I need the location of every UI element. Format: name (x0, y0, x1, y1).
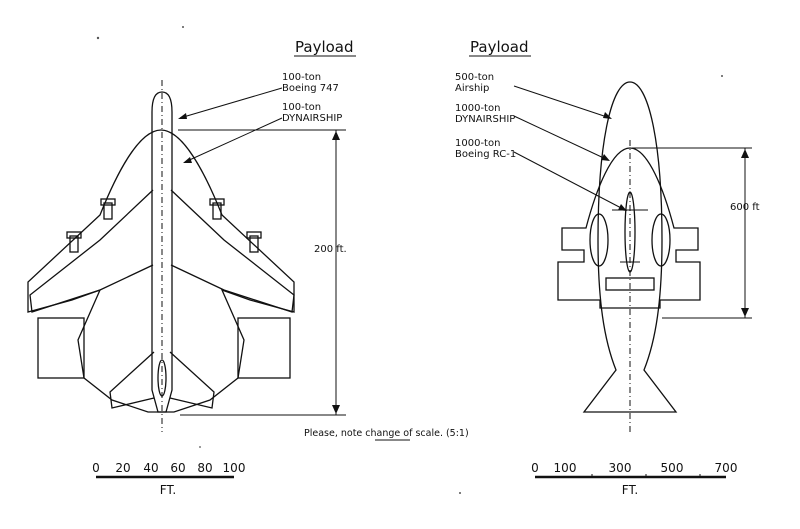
right-dimension-label: 600 ft (730, 202, 760, 213)
right-leader-arrows (513, 85, 627, 211)
left-dynairship-outline (27, 129, 295, 413)
right-scale-tick-300: 300 (609, 461, 632, 475)
left-scale-tick-40: 40 (143, 461, 158, 475)
left-payload-heading: Payload (295, 38, 354, 56)
right-scale-tick-700: 700 (715, 461, 738, 475)
right-diagram: Payload 500-ton Airship 1000-ton DYNAIRS… (455, 38, 760, 497)
right-dynairship-outline (557, 147, 701, 309)
left-label-747-line1: 100-ton (282, 72, 321, 83)
left-scale-tick-100: 100 (223, 461, 246, 475)
right-scale-bar: 0 100 300 500 700 FT. (531, 461, 737, 497)
right-scale-tick-100: 100 (554, 461, 577, 475)
scale-note-emphasis: change (365, 428, 400, 439)
left-dimension-label: 200 ft. (314, 244, 347, 255)
right-scale-tick-0: 0 (531, 461, 539, 475)
right-airship-outline (582, 81, 678, 413)
scale-note-text: Please, note change of scale. (5:1) (304, 428, 469, 439)
scale-note-suffix: of scale. (5:1) (400, 428, 468, 439)
left-label-dynairship-line2: DYNAIRSHIP (282, 113, 342, 124)
right-label-dynairship-line1: 1000-ton (455, 103, 500, 114)
scale-note-prefix: Please, note (304, 428, 365, 439)
right-dimension-600ft (632, 147, 752, 319)
left-scale-unit: FT. (160, 483, 176, 497)
right-label-rc1-line2: Boeing RC-1 (455, 149, 516, 160)
left-label-747-line2: Boeing 747 (282, 83, 339, 94)
left-scale-tick-20: 20 (115, 461, 130, 475)
right-label-rc1-line1: 1000-ton (455, 138, 500, 149)
right-scale-tick-500: 500 (661, 461, 684, 475)
left-leader-arrows (178, 87, 283, 163)
right-label-dynairship-line2: DYNAIRSHIP (455, 114, 515, 125)
right-label-airship-line1: 500-ton (455, 72, 494, 83)
left-scale-tick-60: 60 (170, 461, 185, 475)
right-scale-unit: FT. (622, 483, 638, 497)
left-diagram: Payload 100-ton Boeing 747 100-ton DYNAI… (27, 38, 356, 497)
scale-change-note: Please, note change of scale. (5:1) (304, 428, 469, 441)
scan-specks (96, 26, 723, 494)
right-payload-heading: Payload (470, 38, 529, 56)
left-scale-tick-80: 80 (197, 461, 212, 475)
left-label-dynairship-line1: 100-ton (282, 102, 321, 113)
left-scale-tick-0: 0 (92, 461, 100, 475)
right-label-airship-line2: Airship (455, 83, 489, 94)
left-scale-bar: 0 20 40 60 80 100 FT. (92, 461, 245, 497)
left-dimension-200ft (178, 129, 346, 416)
